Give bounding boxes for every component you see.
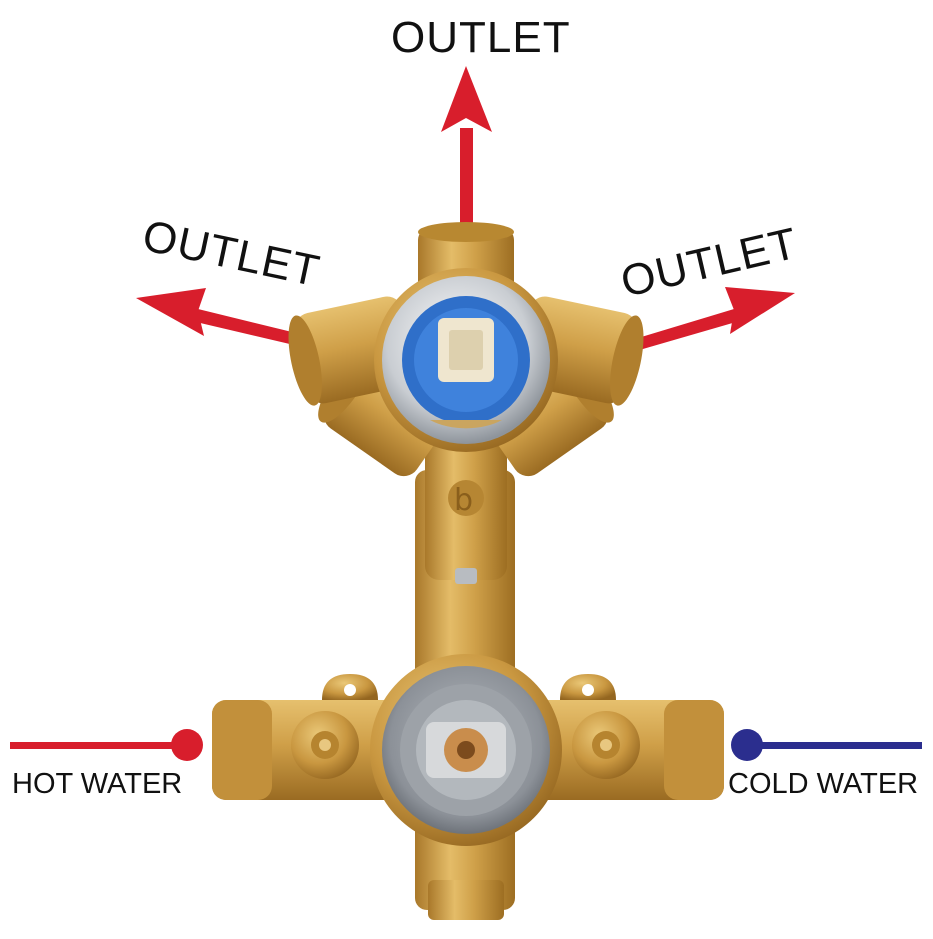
outlet-arrow-left [136, 288, 294, 345]
outlet-label-top: OUTLET [391, 13, 571, 62]
hot-water-marker-icon [171, 729, 203, 761]
cold-water-line [731, 729, 922, 761]
hot-water-line [10, 729, 203, 761]
cold-water-marker-icon [731, 729, 763, 761]
valve-body: b [212, 222, 724, 920]
hot-water-label: HOT WATER [12, 768, 183, 800]
outlet-arrow-right [636, 287, 795, 351]
cold-water-label: COLD WATER [728, 768, 919, 800]
svg-text:b: b [454, 483, 473, 518]
outlet-arrow-top [441, 66, 492, 226]
